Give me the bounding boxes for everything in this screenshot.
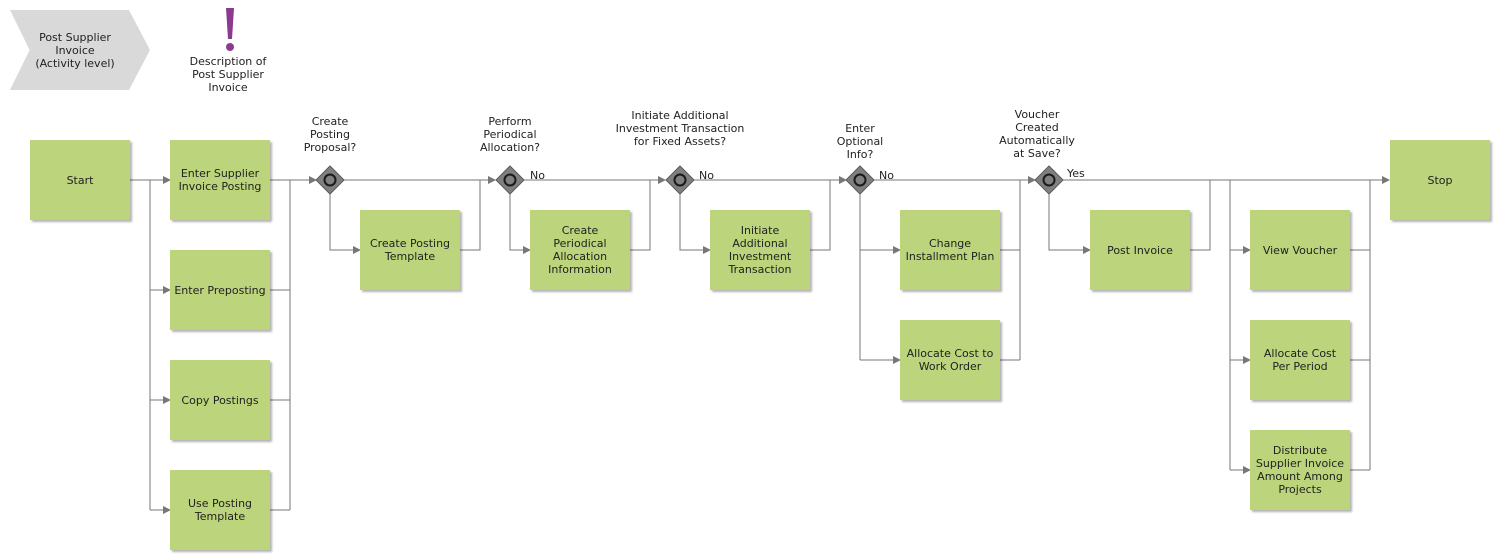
gateway-2-no-label: No [530,169,545,182]
enter-supplier-invoice-posting-label: Enter Supplier Invoice Posting [178,167,262,193]
gateway-3-diamond[interactable] [665,165,695,195]
connector-30 [1048,194,1091,254]
allocate-cost-to-work-order-box[interactable]: Allocate Cost to Work Order [900,320,1000,400]
view-voucher-box[interactable]: View Voucher [1250,210,1350,290]
enter-supplier-invoice-posting-box[interactable]: Enter Supplier Invoice Posting [170,140,270,220]
distribute-supplier-invoice-box[interactable]: Distribute Supplier Invoice Amount Among… [1250,430,1350,510]
create-posting-template-box[interactable]: Create Posting Template [360,210,460,290]
connector-15 [460,180,481,251]
enter-preposting-box[interactable]: Enter Preposting [170,250,270,330]
distribute-supplier-invoice-label: Distribute Supplier Invoice Amount Among… [1255,444,1345,496]
gateway-1-question: Create Posting Proposal? [303,115,357,154]
change-installment-plan-label: Change Installment Plan [905,237,995,263]
copy-postings-label: Copy Postings [181,393,259,407]
start-label: Start [66,173,94,187]
use-posting-template-label: Use Posting Template [187,497,253,523]
connector-17 [509,194,531,254]
allocate-cost-per-period-box[interactable]: Allocate Cost Per Period [1250,320,1350,400]
connector-14 [329,194,361,254]
gateway-3-question: Initiate Additional Investment Transacti… [615,109,745,148]
create-posting-template-label: Create Posting Template [369,237,451,263]
allocate-cost-to-work-order-label: Allocate Cost to Work Order [906,347,994,373]
description-label: Description of Post Supplier Invoice [189,55,267,94]
start-event[interactable]: Start [30,140,130,220]
gateway-2-diamond[interactable] [495,165,525,195]
create-periodical-allocation-box[interactable]: Create Periodical Allocation Information [530,210,630,290]
initiate-additional-investment-label: Initiate Additional Investment Transacti… [728,224,792,276]
use-posting-template-box[interactable]: Use Posting Template [170,470,270,550]
post-invoice-box[interactable]: Post Invoice [1090,210,1190,290]
change-installment-plan-box[interactable]: Change Installment Plan [900,210,1000,290]
gateway-1-diamond[interactable] [315,165,345,195]
stop-label: Stop [1427,173,1453,187]
gateway-4-diamond[interactable] [845,165,875,195]
gateway-4-question: Enter Optional Info? [836,122,884,161]
copy-postings-box[interactable]: Copy Postings [170,360,270,440]
gateway-4-no-label: No [879,169,894,182]
post-invoice-label: Post Invoice [1107,243,1173,257]
connector-21 [810,180,831,251]
process-label: Post Supplier Invoice (Activity level) [35,30,115,70]
gateway-2-question: Perform Periodical Allocation? [479,115,541,154]
connector-31 [1190,180,1211,251]
initiate-additional-investment-box[interactable]: Initiate Additional Investment Transacti… [710,210,810,290]
stop-event[interactable]: Stop [1390,140,1490,220]
process-chevron[interactable]: Post Supplier Invoice (Activity level) [10,10,150,90]
exclamation-icon[interactable] [222,8,238,54]
gateway-5-yes-label: Yes [1067,167,1085,180]
connector-18 [630,180,651,251]
enter-preposting-label: Enter Preposting [174,283,266,297]
allocate-cost-per-period-label: Allocate Cost Per Period [1263,347,1337,373]
connector-20 [679,194,711,254]
view-voucher-label: View Voucher [1262,243,1338,257]
gateway-5-question: Voucher Created Automatically at Save? [999,108,1075,160]
gateway-5-diamond[interactable] [1034,165,1064,195]
create-periodical-allocation-label: Create Periodical Allocation Information [548,224,612,276]
gateway-3-no-label: No [699,169,714,182]
